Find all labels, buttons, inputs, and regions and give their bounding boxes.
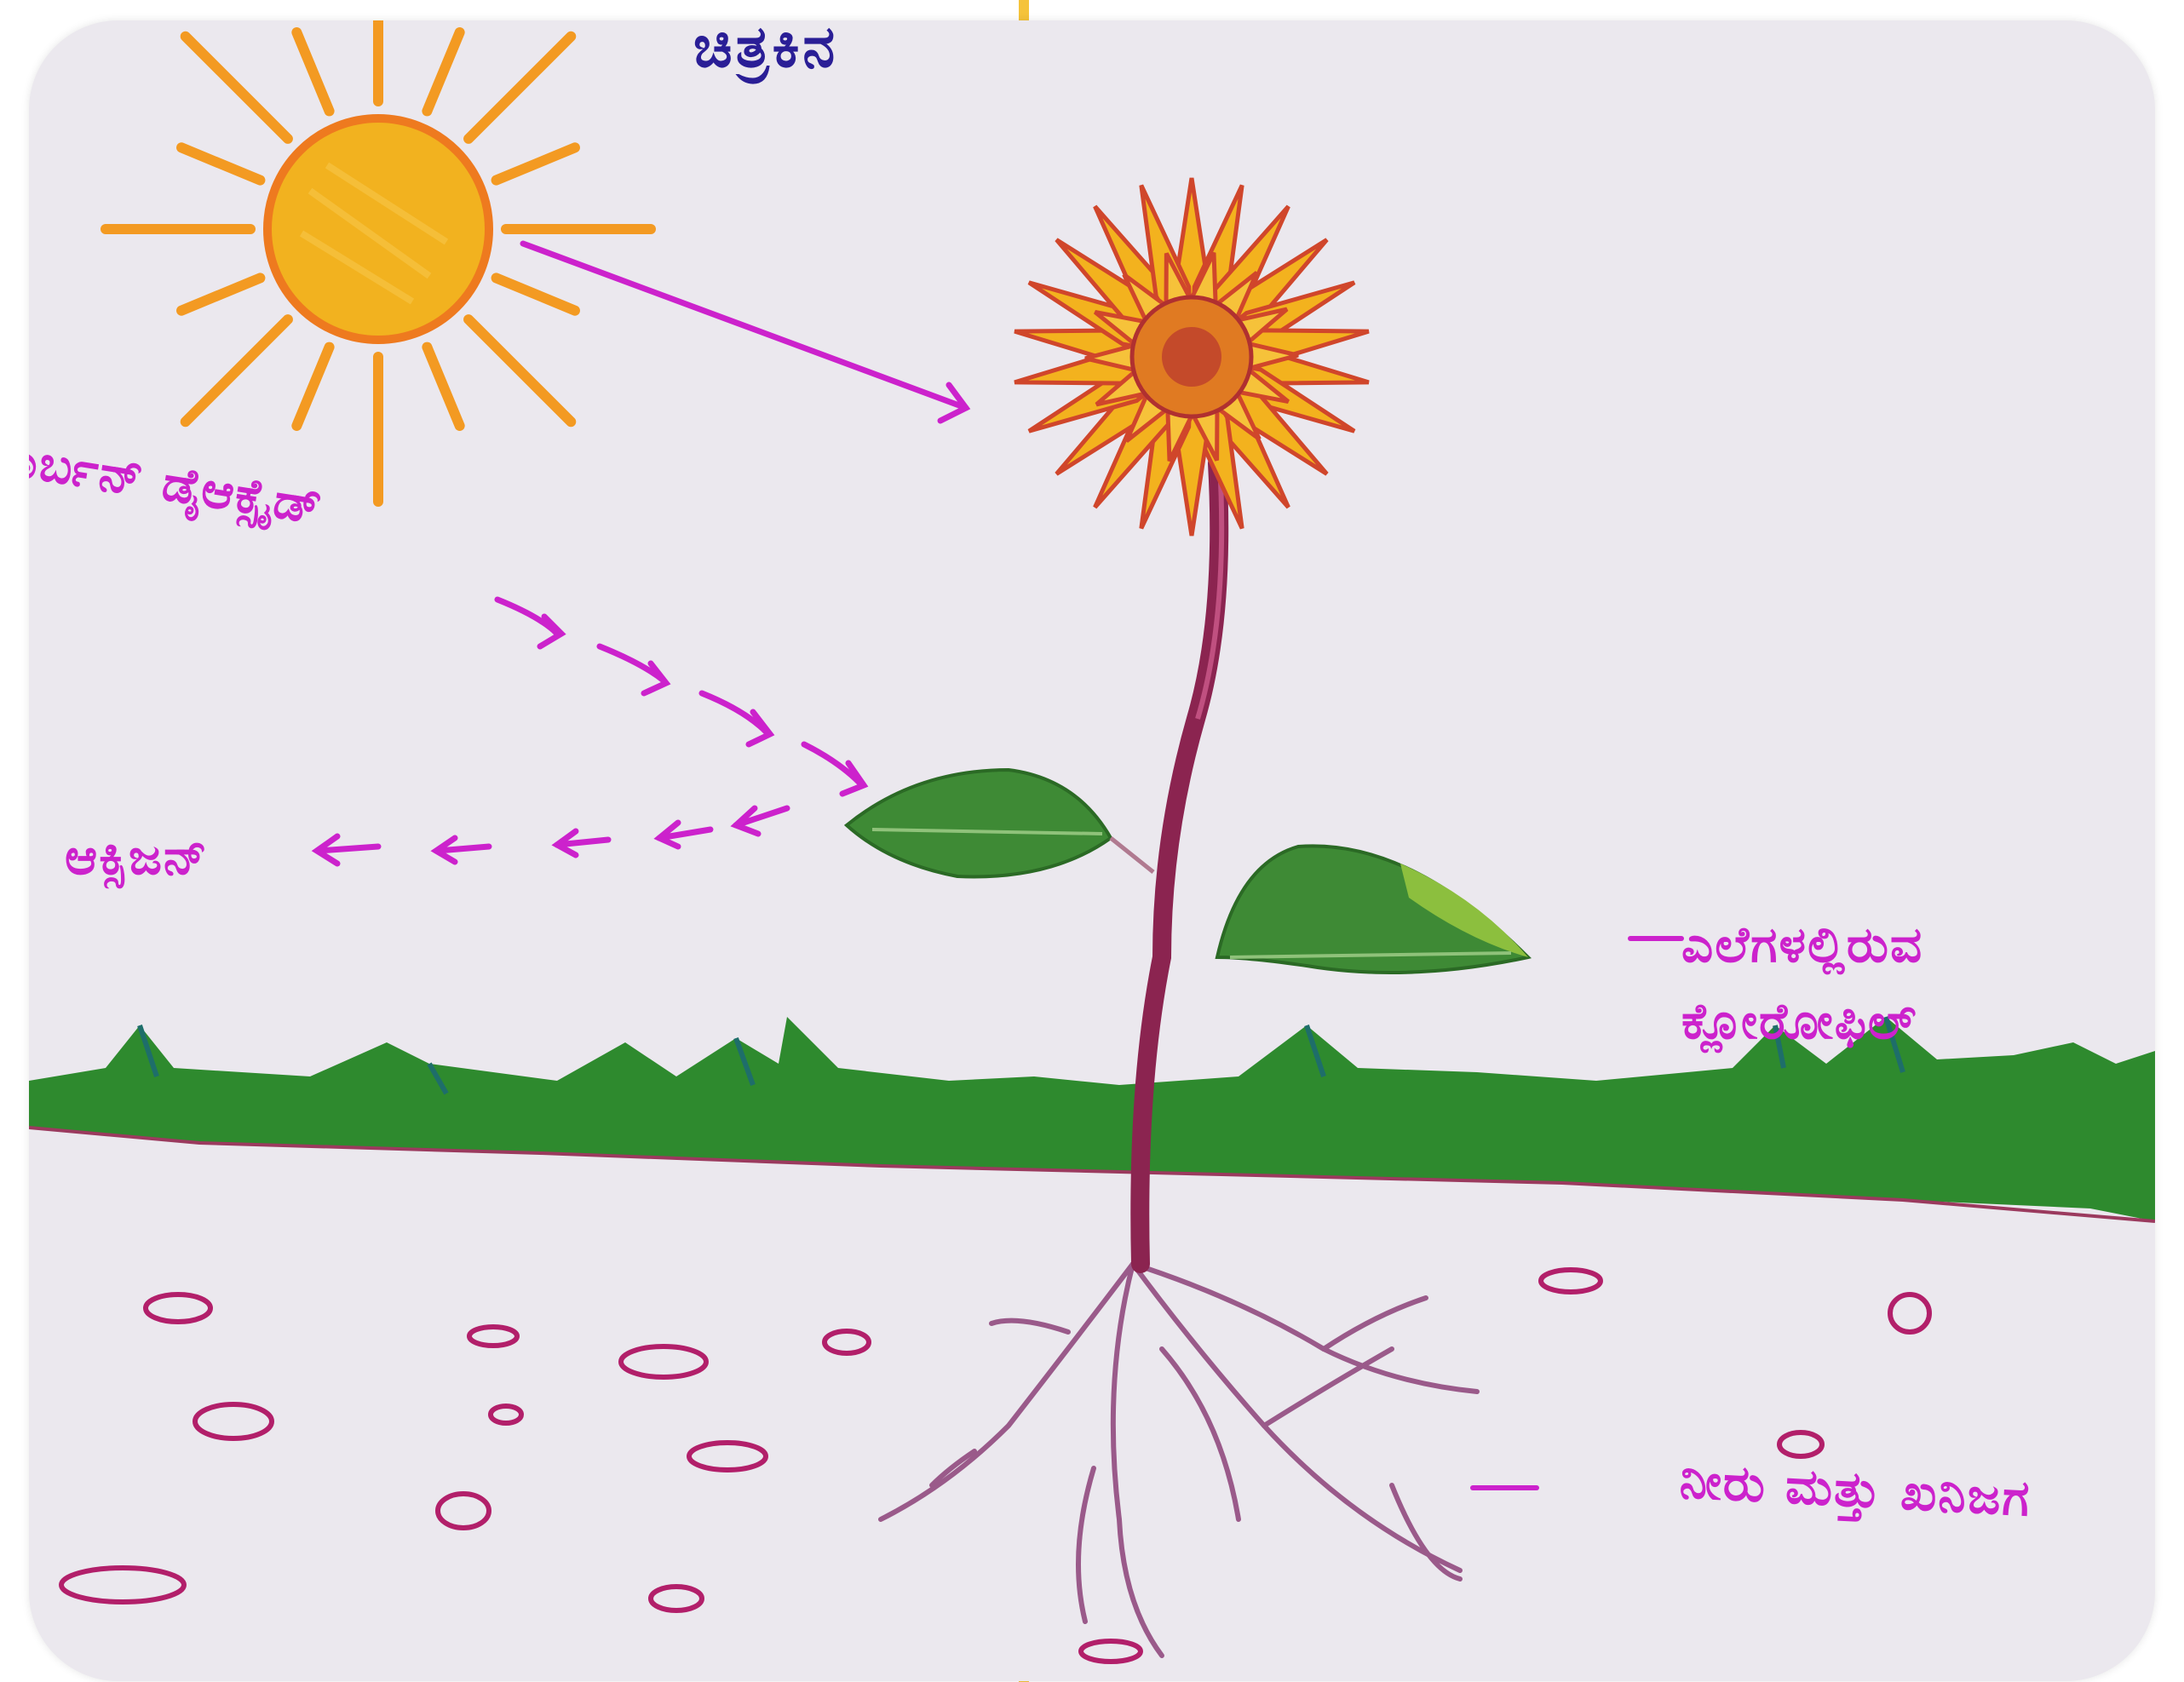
photosynthesis-drawing: ಚಿತ್ರಕಿನ ಕಾರ್ಬನ್ ಡೈಆಕ್ಸೈಡ್ ಆಕ್ಸಿಜನ್ ಎಲೆಗ… xyxy=(29,20,2155,1681)
chlorophyll-label-line2: ಕ್ಲೋರೋಫಿಲ್ xyxy=(1681,983,1923,1059)
flower-icon xyxy=(1012,178,1371,536)
sun-ray xyxy=(296,347,329,426)
pebble-icon xyxy=(61,1270,1929,1662)
oxygen-arrow-icon xyxy=(317,808,787,864)
co2-arrow-icon xyxy=(497,600,864,794)
sun-ray xyxy=(181,147,260,180)
sun-ray xyxy=(181,278,260,310)
pointer-lines xyxy=(1473,939,1681,1488)
sun-ray xyxy=(427,347,459,426)
sun-ray xyxy=(186,37,288,139)
sun-ray xyxy=(497,278,575,310)
sun-ray xyxy=(468,37,571,139)
sun-ray xyxy=(296,32,329,111)
oxygen-label: ಆಕ್ಸಿಜನ್ xyxy=(65,828,209,887)
roots-icon xyxy=(881,1264,1477,1656)
chlorophyll-label-line1: ಎಲೆಗಳಲ್ಲಿರುವ xyxy=(1681,906,1923,983)
sun-ray xyxy=(497,147,575,180)
arrow-icon xyxy=(523,244,966,421)
diagram-title: ಚಿತ್ರಕಿನ xyxy=(693,20,838,82)
chlorophyll-label: ಎಲೆಗಳಲ್ಲಿರುವ ಕ್ಲೋರೋಫಿಲ್ xyxy=(1681,906,1923,1059)
leaf-icon xyxy=(847,770,1528,973)
sun-ray xyxy=(186,319,288,422)
sun-ray xyxy=(427,32,459,111)
sun-ray xyxy=(468,319,571,422)
